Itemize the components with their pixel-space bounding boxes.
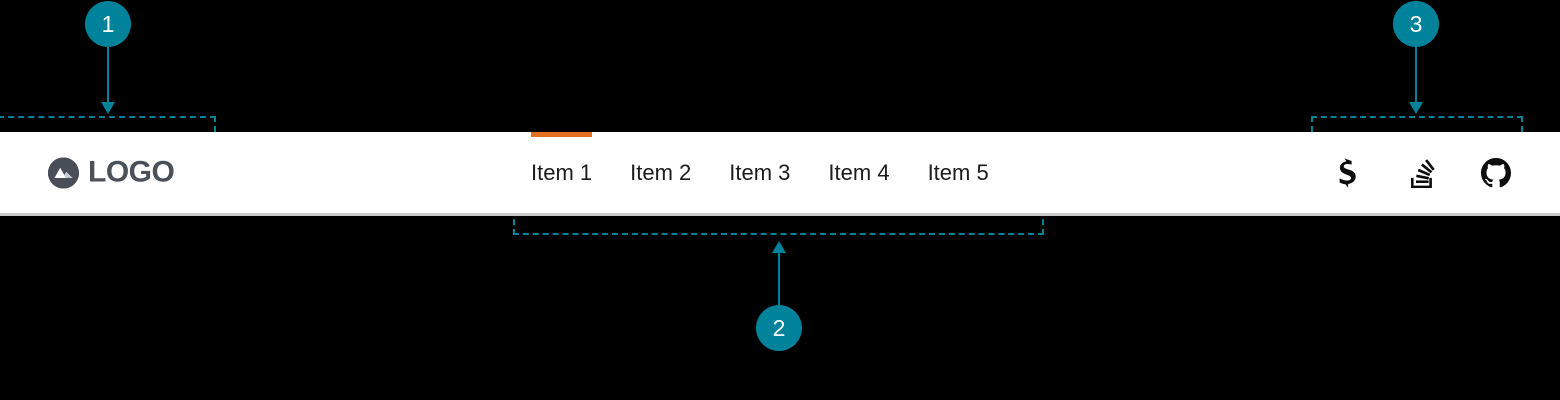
nav-item-4-label: Item 4 bbox=[828, 159, 890, 185]
annotation-marker-1-number: 1 bbox=[85, 1, 131, 47]
annotation-marker-3-number: 3 bbox=[1393, 1, 1439, 47]
nav-item-4[interactable]: Item 4 bbox=[828, 132, 889, 213]
social-icons-group bbox=[1332, 157, 1512, 189]
annotation-marker-3-line bbox=[1415, 47, 1417, 104]
nav-item-1-label: Item 1 bbox=[531, 159, 593, 185]
nav-item-3-active-indicator bbox=[729, 132, 790, 137]
mountain-logo-icon bbox=[48, 157, 79, 188]
brand-logo-text: LOGO bbox=[88, 155, 175, 189]
annotation-marker-2-arrowhead bbox=[772, 241, 786, 253]
nav-item-2-active-indicator bbox=[630, 132, 691, 137]
github-icon[interactable] bbox=[1480, 157, 1512, 189]
nav-items-list: Item 1 Item 2 Item 3 Item 4 Item 5 bbox=[531, 132, 989, 213]
annotation-marker-1-line bbox=[107, 47, 109, 104]
nav-item-2[interactable]: Item 2 bbox=[630, 132, 691, 213]
annotation-marker-1-arrowhead bbox=[101, 102, 115, 114]
superuser-icon[interactable] bbox=[1332, 157, 1364, 189]
nav-item-5-label: Item 5 bbox=[927, 159, 989, 185]
nav-item-3[interactable]: Item 3 bbox=[729, 132, 790, 213]
nav-item-5[interactable]: Item 5 bbox=[928, 132, 989, 213]
nav-item-2-label: Item 2 bbox=[630, 159, 692, 185]
nav-item-3-label: Item 3 bbox=[729, 159, 791, 185]
brand-logo-link[interactable]: LOGO bbox=[48, 155, 175, 189]
annotation-marker-2-number: 2 bbox=[756, 305, 802, 351]
nav-item-1[interactable]: Item 1 bbox=[531, 132, 593, 213]
stack-overflow-icon[interactable] bbox=[1406, 157, 1438, 189]
annotation-marker-3-arrowhead bbox=[1409, 102, 1423, 114]
annotation-marker-2-line bbox=[778, 252, 780, 310]
nav-item-1-active-indicator bbox=[531, 132, 593, 137]
nav-item-4-active-indicator bbox=[828, 132, 889, 137]
nav-item-5-active-indicator bbox=[928, 132, 989, 137]
navbar: LOGO Item 1 Item 2 Item 3 Item 4 Item 5 bbox=[0, 132, 1560, 216]
